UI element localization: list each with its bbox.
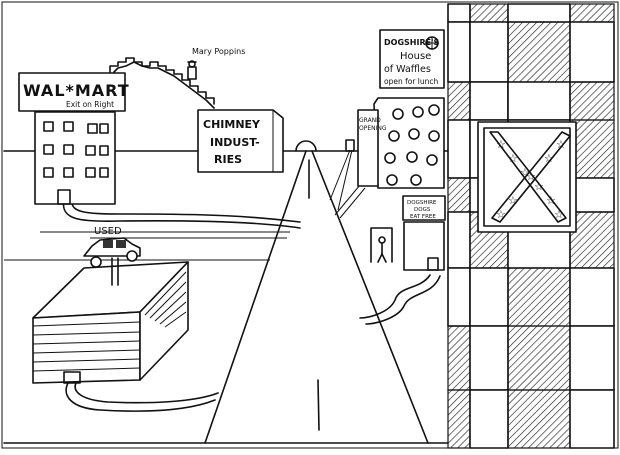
wall-block	[447, 177, 471, 213]
wall-block	[469, 3, 509, 23]
grand-opening-line1: GRAND	[359, 117, 381, 124]
star-icon: ☆	[526, 170, 536, 183]
sun-icon	[295, 140, 317, 152]
waffle-sign-line2: House	[400, 51, 431, 62]
walmart-sign-sub: Exit on Right	[66, 100, 114, 109]
wall-block	[507, 267, 571, 327]
star-icon: ☆	[546, 194, 556, 207]
wall-block	[447, 119, 471, 179]
wall-block	[569, 267, 615, 327]
wall-block	[569, 211, 615, 269]
wall-block	[507, 3, 571, 23]
confederate-flag: ☆☆☆☆☆☆☆☆☆☆☆	[477, 121, 577, 233]
wall-block	[447, 267, 471, 327]
star-icon: ☆	[544, 152, 554, 165]
lot-path	[65, 382, 216, 412]
mary-poppins-label: Mary Poppins	[192, 47, 245, 56]
used-sign: USED	[94, 226, 122, 237]
wall-block	[469, 267, 509, 327]
wall-block	[469, 81, 509, 121]
road-side-lines	[329, 149, 366, 219]
distant-building	[345, 139, 355, 152]
waffle-sign-line3: of Waffles	[384, 64, 431, 75]
eat-free-stand: DOGSHIRE DOGS EAT FREE	[402, 195, 446, 271]
eat-sign-line2: DOGS	[414, 207, 431, 213]
wall-block	[447, 3, 471, 23]
star-icon: ☆	[508, 194, 518, 207]
wall-block	[507, 81, 571, 121]
eat-sign-line3: EAT FREE	[410, 214, 436, 220]
wall-block	[507, 21, 571, 83]
waffle-sign-line1: DOGSHIRE'S	[384, 38, 440, 47]
star-icon: ☆	[534, 180, 544, 193]
used-car-lot	[32, 261, 189, 384]
grand-opening-line2: OPENING	[359, 125, 387, 132]
wall-block	[507, 325, 571, 391]
gate-figure	[370, 227, 393, 263]
eat-sign-line1: DOGSHIRE	[407, 200, 437, 206]
chimney-sign-line3: RIES	[214, 153, 242, 166]
road	[204, 150, 429, 444]
star-icon: ☆	[496, 138, 506, 151]
wall-block	[569, 81, 615, 121]
chimney-sign-line1: CHIMNEY	[203, 118, 261, 131]
wall-block	[447, 21, 471, 83]
walmart-sign: WAL*MART Exit on Right	[18, 72, 130, 112]
walmart-door	[57, 189, 71, 205]
waffle-building	[373, 97, 445, 189]
wall-block	[507, 389, 571, 449]
star-icon: ☆	[496, 208, 506, 221]
star-icon: ☆	[508, 152, 518, 165]
wall-block	[469, 389, 509, 449]
wall-block	[447, 325, 471, 391]
star-icon: ☆	[520, 166, 530, 179]
walmart-path	[62, 199, 301, 229]
walmart-windows	[43, 121, 109, 178]
wall-block	[469, 21, 509, 83]
wall-block	[469, 325, 509, 391]
right-path	[359, 274, 431, 319]
chimney-sign-line2: INDUST-	[210, 136, 260, 149]
chimney-industries-building: CHIMNEY INDUST- RIES	[197, 109, 284, 173]
used-car	[83, 237, 141, 286]
star-icon: ☆	[554, 208, 564, 221]
wall-block	[447, 211, 471, 269]
waffle-sign: DOGSHIRE'S House of Waffles open for lun…	[379, 29, 445, 89]
wall-block	[447, 389, 471, 449]
wall-block	[569, 325, 615, 391]
wall-block	[569, 389, 615, 449]
walmart-building	[34, 111, 116, 205]
mary-poppins-figure	[187, 60, 197, 80]
wall-block	[447, 81, 471, 121]
ground-lines	[4, 231, 290, 261]
waffle-sign-line4: open for lunch	[384, 77, 439, 86]
flag-stars: ☆☆☆☆☆☆☆☆☆☆☆	[496, 138, 566, 221]
wall-block	[569, 3, 615, 23]
grand-opening-building: GRAND OPENING	[357, 109, 387, 187]
walmart-sign-name: WAL*MART	[23, 81, 130, 100]
wall-block	[569, 21, 615, 83]
staircase	[109, 57, 215, 105]
star-icon: ☆	[556, 138, 566, 151]
